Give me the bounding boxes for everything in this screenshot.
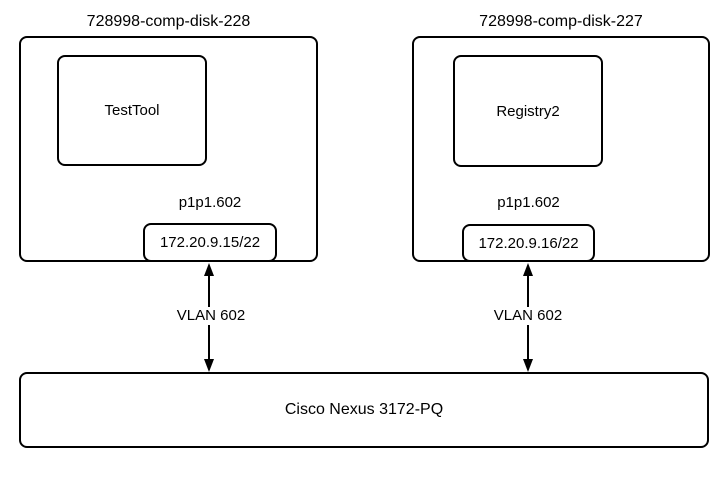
interface-label-right: p1p1.602	[497, 194, 560, 211]
host-title-227: 728998-comp-disk-227	[479, 13, 643, 30]
app-label: TestTool	[104, 102, 160, 119]
app-box-testtool: TestTool	[57, 55, 207, 166]
ip-label: 172.20.9.16/22	[478, 234, 579, 252]
ip-box-left: 172.20.9.15/22	[143, 223, 277, 262]
vlan-label-left: VLAN 602	[169, 307, 253, 325]
interface-label-left: p1p1.602	[178, 194, 242, 211]
ip-box-right: 172.20.9.16/22	[462, 224, 595, 262]
switch-box: Cisco Nexus 3172-PQ	[19, 372, 709, 448]
ip-label: 172.20.9.15/22	[159, 234, 261, 251]
switch-label: Cisco Nexus 3172-PQ	[284, 401, 444, 418]
app-box-registry2: Registry2	[453, 55, 603, 167]
app-label: Registry2	[496, 102, 560, 120]
vlan-label-right: VLAN 602	[486, 307, 570, 325]
host-title-228: 728998-comp-disk-228	[86, 13, 251, 30]
